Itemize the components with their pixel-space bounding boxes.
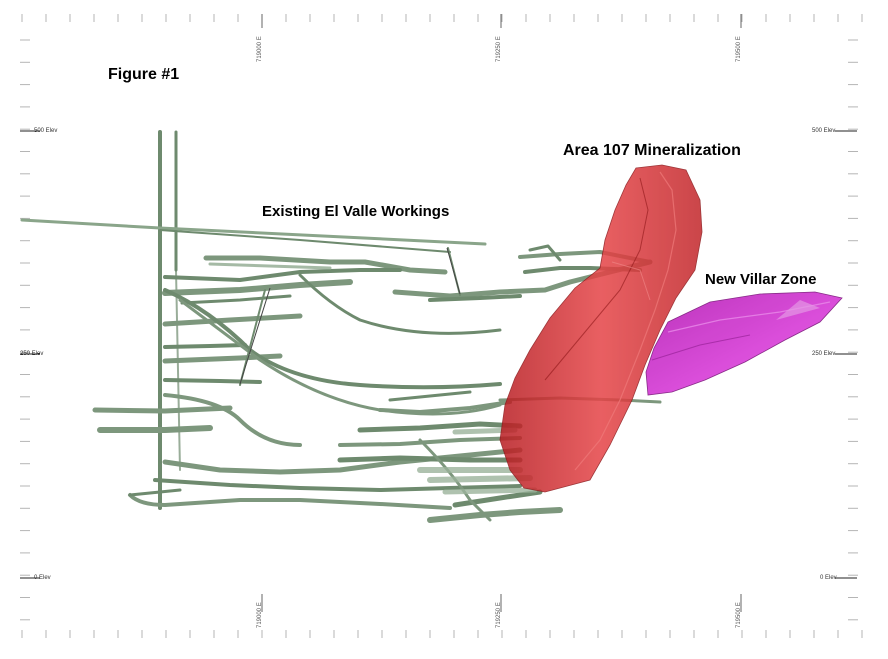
elevation-label-250-right: 250 Elev [812,351,836,357]
new-villar-zone-body [645,291,843,396]
easting-label-1-bottom: 719000 E [257,602,263,628]
elevation-label-500-left: 500 Elev [34,128,58,134]
elevation-label-500-right: 500 Elev [812,128,836,134]
border-ticks [20,14,863,638]
easting-label-3-bottom: 719500 E [736,602,742,628]
easting-label-2-top: 719250 E [496,36,502,62]
el-valle-workings-label: Existing El Valle Workings [262,203,450,220]
easting-label-3-top: 719500 E [736,36,742,62]
elevation-markers [20,130,857,579]
el-valle-workings [20,130,662,523]
easting-label-2-bottom: 719250 E [496,602,502,628]
area-107-label: Area 107 Mineralization [563,142,741,159]
elevation-label-0-left: 0 Elev [34,575,51,581]
area-107-mineralization-body [499,164,703,493]
leader-lines [239,247,461,385]
easting-markers [261,14,742,612]
figure-title: Figure #1 [108,66,180,83]
elevation-label-250-left: 250 Elev [20,351,44,357]
easting-label-1-top: 719000 E [257,36,263,62]
new-villar-zone-label: New Villar Zone [705,271,817,288]
elevation-label-0-right: 0 Elev [820,575,837,581]
